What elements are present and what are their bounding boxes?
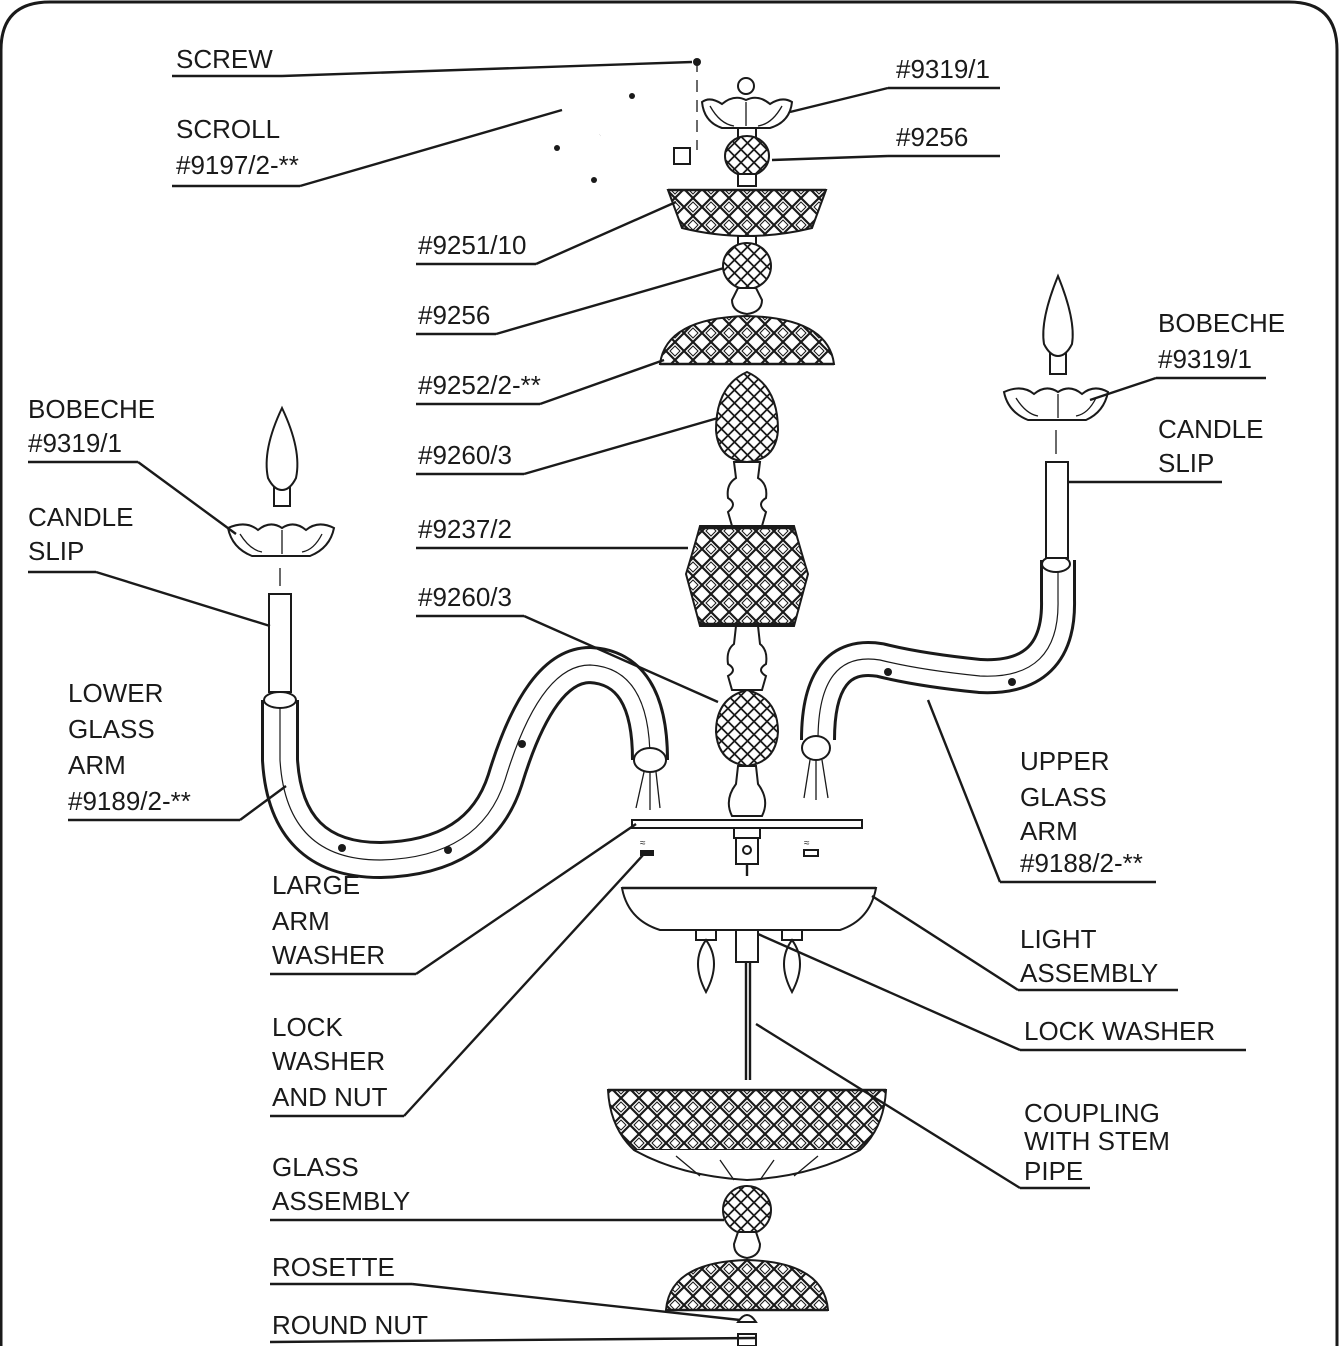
screw-part [693,58,701,150]
pear-9260-upper-part [714,370,780,527]
label-screw: SCREW [176,44,273,74]
label-barrel-9237: #9237/2 [418,514,512,544]
lower-glass-arm-part [226,405,669,880]
label-lower-arm-code: #9189/2-** [68,786,191,816]
label-light-assembly-1: LIGHT [1020,924,1097,954]
callout-labels: SCREW SCROLL #9197/2-** #9319/1 #9256 #9… [28,44,1285,1340]
label-coupling-1: COUPLING [1024,1098,1160,1128]
label-glass-assembly-1: GLASS [272,1152,359,1182]
label-bowl-9252: #9252/2-** [418,370,541,400]
upper-glass-arm-part [800,273,1110,800]
label-coupling-2: WITH STEM [1024,1126,1170,1156]
label-ball-9256: #9256 [418,300,490,330]
top-bobeche-part [700,77,794,129]
label-rosette: ROSETTE [272,1252,395,1282]
center-column: ≈ ≈ [554,58,888,1346]
arm-washer-plate: ≈ ≈ [631,819,863,876]
label-lock-washer-nut-2: WASHER [272,1046,385,1076]
label-lower-arm-3: ARM [68,750,126,780]
light-assembly-part [620,886,878,1080]
label-upper-arm-2: GLASS [1020,782,1107,812]
svg-text:≈: ≈ [804,838,810,849]
label-cup-9251: #9251/10 [418,230,526,260]
label-large-arm-washer-2: ARM [272,906,330,936]
label-lock-washer-nut-1: LOCK [272,1012,343,1042]
label-glass-assembly-2: ASSEMBLY [272,1186,410,1216]
label-light-assembly-2: ASSEMBLY [1020,958,1158,988]
cup-9251-part [666,188,828,237]
bowl-9252-part [658,314,836,366]
glass-assembly-part [606,1088,888,1346]
label-upper-arm-3: ARM [1020,816,1078,846]
label-top-bobeche-code: #9319/1 [896,54,990,84]
scroll-part [554,76,691,183]
label-upper-arm-code: #9188/2-** [1020,848,1143,878]
label-pear-9260-lower: #9260/3 [418,582,512,612]
label-candle-slip-left: CANDLE [28,502,133,532]
label-scroll-code: #9197/2-** [176,150,299,180]
label-top-ball-code: #9256 [896,122,968,152]
label-large-arm-washer-1: LARGE [272,870,360,900]
label-lock-washer-nut-3: AND NUT [272,1082,388,1112]
label-bobeche-left-code: #9319/1 [28,428,122,458]
label-scroll: SCROLL [176,114,280,144]
pear-9260-lower-part [714,625,780,817]
label-candle-slip-right: CANDLE [1158,414,1263,444]
label-bobeche-right: BOBECHE [1158,308,1285,338]
label-coupling-3: PIPE [1024,1156,1083,1186]
label-candle-slip-left-2: SLIP [28,536,84,566]
top-ball-part [724,127,770,187]
label-pear-9260-upper: #9260/3 [418,440,512,470]
label-upper-arm-1: UPPER [1020,746,1110,776]
barrel-9237-part [684,525,810,627]
label-lower-arm-2: GLASS [68,714,155,744]
svg-text:≈: ≈ [640,838,646,849]
label-bobeche-right-code: #9319/1 [1158,344,1252,374]
label-large-arm-washer-3: WASHER [272,940,385,970]
leader-lines [28,60,1266,1344]
label-candle-slip-right-2: SLIP [1158,448,1214,478]
ball-9256-part [722,235,772,316]
label-round-nut: ROUND NUT [272,1310,428,1340]
label-bobeche-left: BOBECHE [28,394,155,424]
label-lock-washer: LOCK WASHER [1024,1016,1215,1046]
label-lower-arm-1: LOWER [68,678,163,708]
